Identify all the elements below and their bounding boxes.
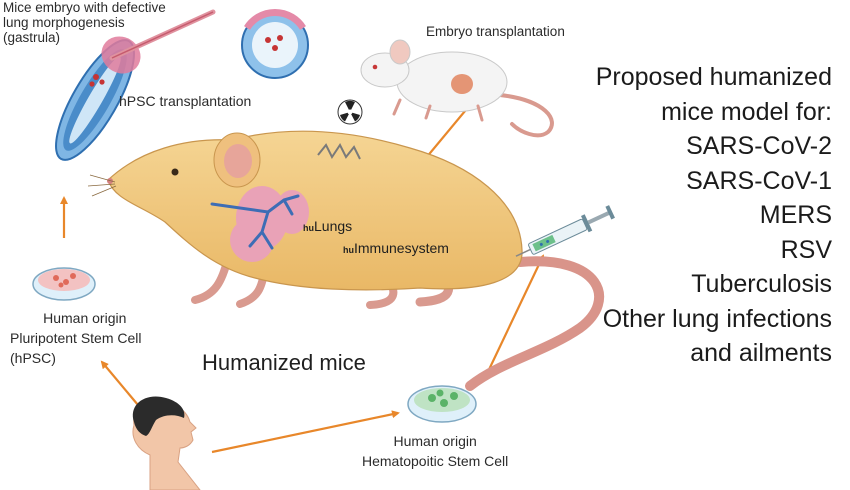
hpsc-source-line-3: (hPSC) [10,350,56,366]
hsc-source-label: Human origin Hematopoitic Stem Cell [362,431,508,471]
model-list-item: SARS-CoV-1 [686,166,832,195]
lungs-icon [210,186,309,262]
hsc-source-line-2: Hematopoitic Stem Cell [362,453,509,469]
hu-prefix: hu [303,223,314,233]
model-list-item: Tuberculosis [691,270,832,298]
mouse-tail [465,256,605,391]
embryo-defective-label: Mice embryo with defective lung morphoge… [3,0,166,45]
embryo-icon [55,9,216,161]
white-mouse-icon [360,39,554,138]
model-list-heading-2: mice model for: [661,97,832,126]
embryo-defective-line-3: (gastrula) [3,30,61,46]
model-list-item: and ailments [690,339,832,367]
embryo-defective-line-1: Mice embryo with defective [3,0,166,15]
model-list-item: Other lung infections [602,304,832,333]
radiation-icon [337,99,363,125]
hu-lungs-label: huLungs [303,218,353,235]
hu-prefix: hu [343,245,354,255]
model-list-item: RSV [780,235,832,264]
petri-dish-hsc-icon [407,385,477,423]
model-list-heading-1: Proposed humanized [595,63,832,91]
model-list-item: SARS-CoV-2 [686,132,832,160]
hsc-source-line-1: Human origin [393,433,477,449]
model-list: Proposed humanized mice model for: SARS-… [596,60,832,371]
hpsc-source-label: Human origin Pluripotent Stem Cell (hPSC… [10,308,142,368]
arrow-head-to-hpsc [100,360,139,406]
human-head-icon [132,396,201,490]
model-list-item: MERS [759,201,832,229]
arrow-hsc-to-syringe [484,254,545,379]
petri-dish-hpsc-icon [32,267,96,301]
arrow-head-to-hsc [211,410,400,454]
lungs-text: Lungs [314,218,353,234]
hpsc-source-line-1: Human origin [43,310,127,326]
humanized-mouse-icon [87,130,523,309]
immune-system-text: Immunesystem [354,240,449,256]
hu-immune-system-label: huImmunesystem [343,240,449,257]
hpsc-transplantation-label: hPSC transplantation [119,93,252,109]
blastocyst-icon [241,8,309,79]
hpsc-source-line-2: Pluripotent Stem Cell [10,330,142,346]
embryo-defective-line-2: lung morphogenesis [3,15,125,31]
syringe-icon [515,205,615,257]
humanized-mice-title: Humanized mice [202,350,366,375]
embryo-transplantation-label: Embryo transplantation [426,24,565,39]
